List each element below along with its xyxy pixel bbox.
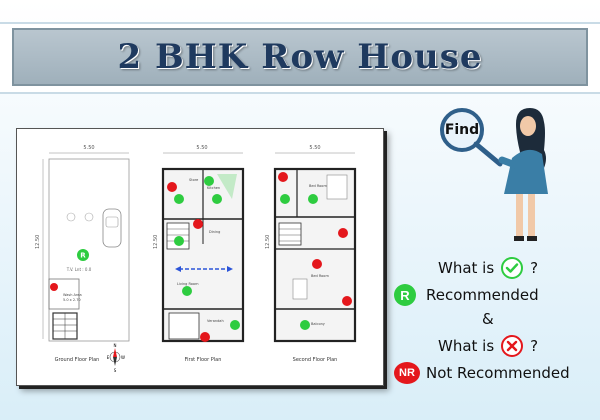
compass-e: E [107, 355, 110, 360]
ground-floor-caption: Ground Floor Plan [55, 357, 100, 363]
first-room-label: Verandah [207, 319, 224, 323]
cross-icon [501, 335, 524, 357]
legend: What is ? R Recommended & What is ? NR N… [394, 250, 596, 390]
second-dim-top: 5.50 [309, 145, 320, 151]
car-icon [102, 208, 122, 248]
first-room-label: Store [189, 178, 198, 182]
legend-what-is-1: What is [438, 259, 495, 277]
woman-figure [498, 108, 548, 241]
page-title: 2 BHK Row House [117, 37, 483, 77]
compass-w: W [121, 355, 125, 360]
second-room-label: Bed Room [311, 274, 329, 278]
title-banner: 2 BHK Row House [12, 28, 588, 86]
find-label: Find [445, 122, 479, 138]
legend-row-not-recommended: NR Not Recommended [394, 362, 570, 384]
first-room-label: Kitchen [207, 186, 220, 190]
floor-plans-panel: 5.50 12.50 R T.V. Lnt : 0.0 Wash Area 5.… [16, 128, 384, 386]
tree-icon [66, 212, 76, 222]
legend-row-what-is-cross: What is ? [438, 334, 538, 358]
second-dim-side: 12.50 [265, 235, 271, 249]
magnifier-icon [440, 108, 484, 152]
first-floor-plan: 5.50 12.50 Store Kitchen Dining Living R… [153, 145, 245, 363]
compass-s: S [114, 368, 117, 373]
legend-q1: ? [530, 259, 539, 277]
ground-outline [48, 158, 130, 342]
bed-icon [292, 278, 308, 300]
ground-room-dim: 5.0 x 2.70 [63, 298, 81, 302]
bed-icon [326, 174, 348, 200]
first-badges [167, 176, 240, 342]
legend-row-what-is-check: What is ? [438, 256, 538, 280]
recommended-label: Recommended [426, 286, 539, 304]
ground-dim-side: 12.50 [35, 235, 41, 249]
first-floor-caption: First Floor Plan [185, 357, 222, 363]
second-room-label: Bed Room [309, 184, 327, 188]
recommended-badge: R [394, 284, 416, 306]
ground-room-label: T.V. Lnt : 0.0 [66, 267, 92, 272]
compass-icon: N S E W [107, 343, 125, 373]
first-room-label: Dining [209, 230, 220, 234]
legend-what-is-2: What is [438, 337, 495, 355]
second-floor-plan: 5.50 12.50 Bed Room Bed Room Balcony [265, 145, 357, 363]
find-illustration: Find [440, 108, 548, 241]
not-recommended-label: Not Recommended [426, 364, 570, 382]
second-floor-caption: Second Floor Plan [293, 357, 338, 363]
second-room-label: Balcony [311, 322, 325, 326]
first-room-label: Living Room [177, 282, 199, 286]
ground-room-label-2: Wash Area [63, 293, 82, 297]
ground-floor-plan: 5.50 12.50 R T.V. Lnt : 0.0 Wash Area 5.… [35, 145, 130, 373]
recommended-badge [77, 249, 89, 261]
legend-q2: ? [530, 337, 539, 355]
second-badges [278, 172, 352, 330]
tree-icon [84, 212, 94, 222]
badge-text: R [80, 252, 86, 260]
legend-amp: & [482, 310, 494, 328]
ground-dim-top: 5.50 [83, 145, 94, 151]
floor-plans-drawing: 5.50 12.50 R T.V. Lnt : 0.0 Wash Area 5.… [35, 145, 357, 373]
check-icon [501, 257, 524, 279]
compass-n: N [114, 343, 117, 348]
first-dim-top: 5.50 [196, 145, 207, 151]
first-dim-side: 12.50 [153, 235, 159, 249]
legend-row-amp: & [482, 310, 494, 328]
not-recommended-badge [50, 283, 58, 291]
not-recommended-badge: NR [394, 362, 420, 384]
legend-row-recommended: R Recommended [394, 284, 539, 306]
